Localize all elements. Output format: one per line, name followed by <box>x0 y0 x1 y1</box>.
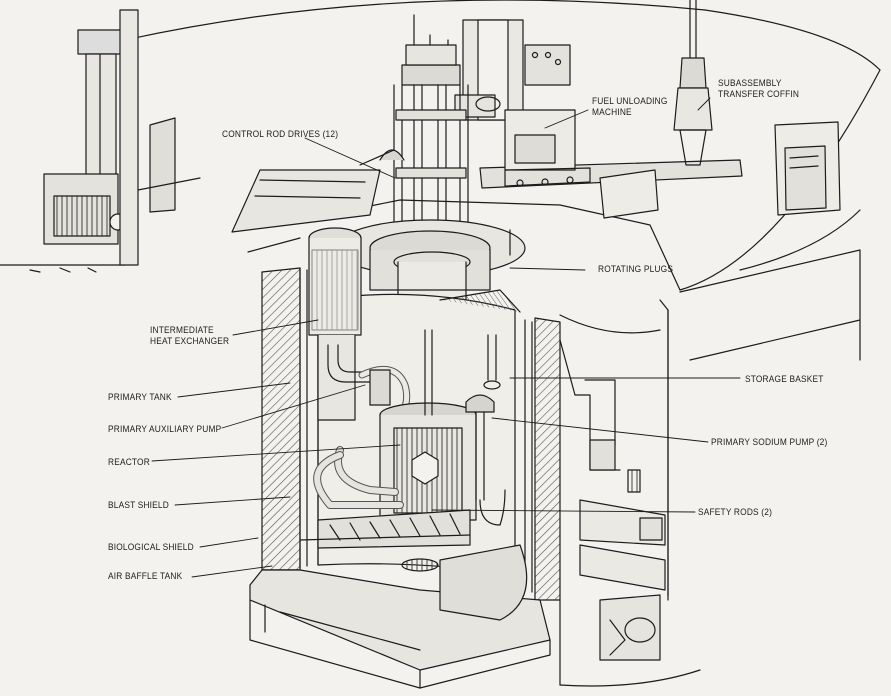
label-rotating-plugs: ROTATING PLUGS <box>598 264 674 275</box>
intermediate-heat-exchanger <box>309 228 380 420</box>
storage-basket-area <box>560 315 665 660</box>
label-reactor: REACTOR <box>108 457 150 468</box>
reactor-vessel <box>380 330 476 520</box>
label-control-rod-drives: CONTROL ROD DRIVES (12) <box>222 129 339 140</box>
label-ihx-line1: INTERMEDIATE <box>150 325 214 336</box>
left-wall-slab <box>120 10 200 265</box>
transfer-cask-left <box>0 30 126 272</box>
transfer-coffin <box>674 0 712 165</box>
label-primary-sodium-pump: PRIMARY SODIUM PUMP (2) <box>711 437 828 448</box>
lower-tank-outline <box>560 310 700 686</box>
control-rod-drives <box>360 15 468 230</box>
control-cabinets <box>775 122 840 215</box>
label-subassembly-line2: TRANSFER COFFIN <box>718 89 800 100</box>
air-baffle-tank <box>250 545 550 688</box>
label-fuel-unloading-line1: FUEL UNLOADING <box>592 96 668 107</box>
label-subassembly-line1: SUBASSEMBLY <box>718 78 782 89</box>
blast-shield <box>300 268 532 592</box>
label-blast-shield: BLAST SHIELD <box>108 500 169 511</box>
label-primary-auxiliary-pump: PRIMARY AUXILIARY PUMP <box>108 424 222 435</box>
label-biological-shield: BIOLOGICAL SHIELD <box>108 542 194 553</box>
fuel-unloading-machine <box>455 20 590 186</box>
biological-shield <box>262 268 560 600</box>
label-ihx-line2: HEAT EXCHANGER <box>150 336 230 347</box>
inlet-piping <box>317 450 400 505</box>
label-storage-basket: STORAGE BASKET <box>745 374 824 385</box>
label-primary-tank: PRIMARY TANK <box>108 392 172 403</box>
rotating-plugs <box>335 220 525 330</box>
primary-sodium-pump <box>466 335 505 525</box>
leader-lines <box>152 98 740 577</box>
primary-auxiliary-pump <box>362 369 407 425</box>
label-safety-rods: SAFETY RODS (2) <box>698 507 773 518</box>
label-fuel-unloading-line2: MACHINE <box>592 107 632 118</box>
core-support-grid <box>300 510 470 548</box>
label-air-baffle-tank: AIR BAFFLE TANK <box>108 571 183 582</box>
building-wall <box>125 0 880 596</box>
